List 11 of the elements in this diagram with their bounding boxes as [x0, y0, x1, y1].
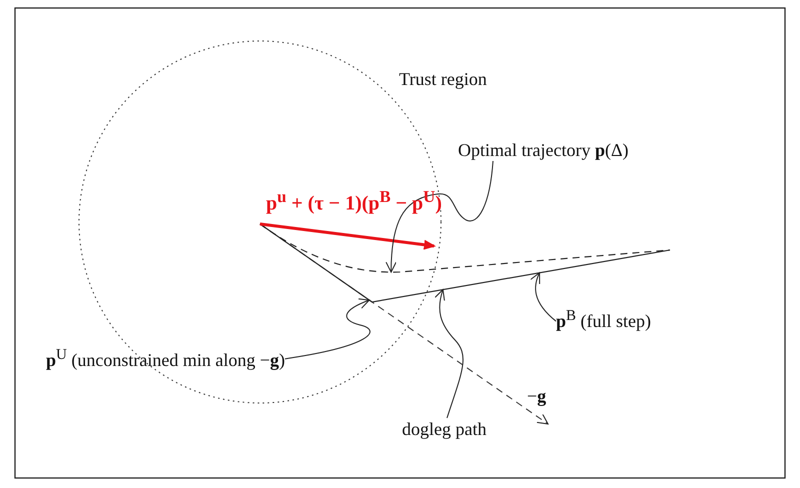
annotation-label: dogleg path: [402, 418, 486, 440]
leader-line: [386, 160, 494, 273]
dogleg-path-line: [260, 224, 670, 303]
annotation-label: p$^{U}$ (unconstrained min along −g): [46, 344, 285, 371]
annotation-label: Optimal trajectory p(Δ): [458, 139, 629, 161]
vector-label: −g: [527, 385, 546, 407]
region-label: Trust region: [399, 68, 487, 90]
leader-line: [434, 289, 464, 418]
leader-line: [530, 272, 556, 322]
annotation-label: p$^{B}$ (full step): [556, 305, 652, 332]
leader-line: [284, 298, 370, 360]
